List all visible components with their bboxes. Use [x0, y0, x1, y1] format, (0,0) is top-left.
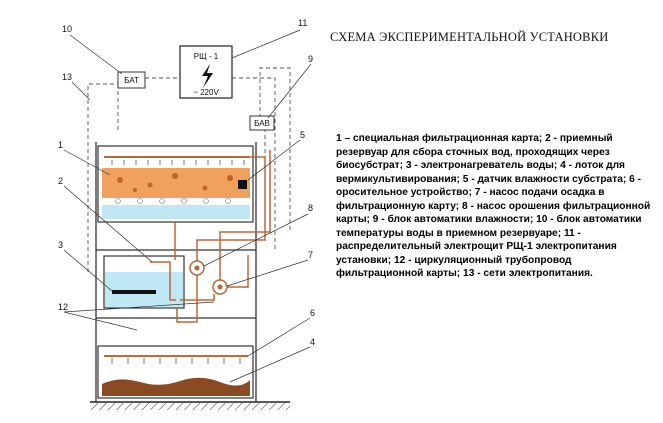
ground [90, 401, 290, 410]
diagram-title: СХЕМА ЭКСПЕРИМЕНТАЛЬНОЙ УСТАНОВКИ [330, 30, 609, 44]
callout-numbers: 10 11 9 13 5 1 2 8 3 7 12 6 4 [58, 18, 315, 347]
distribution-panel: РЩ - 1 ~ 220V [179, 45, 233, 99]
receiving-reservoir [103, 255, 185, 309]
callout-2: 2 [58, 176, 63, 186]
pump-sludge [212, 279, 228, 295]
callout-8: 8 [308, 203, 313, 213]
frame [95, 142, 257, 402]
callout-13: 13 [62, 72, 72, 82]
callout-3: 3 [58, 240, 63, 250]
callout-5: 5 [300, 130, 305, 140]
bav-label: БАВ [254, 119, 270, 128]
temperature-control-block: БАТ [117, 71, 146, 89]
vermiculture-tray [97, 345, 254, 399]
bat-label: БАТ [124, 76, 139, 85]
callout-6: 6 [310, 308, 315, 318]
pump-irrigation [189, 260, 205, 276]
callout-11: 11 [298, 18, 307, 28]
humidity-control-block: БАВ [249, 115, 275, 131]
panel-voltage: ~ 220V [193, 88, 219, 97]
circulation-pipeline [174, 150, 271, 323]
callout-1: 1 [58, 140, 63, 150]
legend-text: 1 – специальная фильтрационная карта; 2 … [336, 133, 651, 279]
callout-12: 12 [58, 302, 68, 312]
callout-9: 9 [308, 54, 313, 64]
callout-4: 4 [310, 337, 315, 347]
panel-code: РЩ - 1 [194, 52, 219, 61]
callout-7: 7 [308, 250, 313, 260]
humidity-sensor [238, 180, 247, 189]
leader-lines [63, 29, 312, 383]
callout-10: 10 [62, 24, 72, 34]
water-heater [112, 290, 156, 294]
lightning-icon [202, 64, 213, 88]
